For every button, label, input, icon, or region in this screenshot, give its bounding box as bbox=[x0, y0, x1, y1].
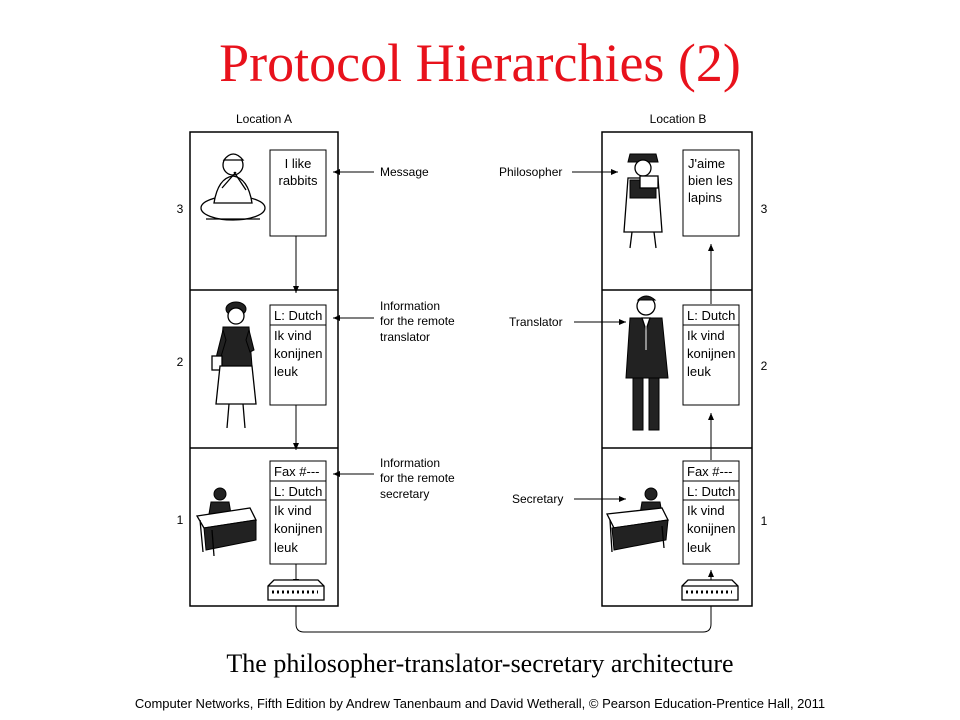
svg-text:Fax #---: Fax #--- bbox=[274, 464, 320, 479]
svg-text:bien les: bien les bbox=[688, 173, 733, 188]
svg-text:L: Dutch: L: Dutch bbox=[274, 308, 322, 323]
fax-b-icon bbox=[681, 579, 739, 601]
svg-text:leuk: leuk bbox=[687, 540, 711, 555]
location-b-label: Location B bbox=[650, 112, 707, 126]
secretary-label: Secretary bbox=[512, 492, 563, 506]
layer-number-b-3: 3 bbox=[761, 202, 768, 216]
info-translator-line1: Information bbox=[380, 299, 440, 313]
svg-text:Ik vind: Ik vind bbox=[687, 503, 725, 518]
svg-text:konijnen: konijnen bbox=[274, 521, 322, 536]
message-label: Message bbox=[380, 165, 429, 179]
flow-arrows bbox=[293, 236, 714, 633]
info-secretary-line2: for the remote bbox=[380, 471, 455, 485]
layer-number-b-2: 2 bbox=[761, 359, 768, 373]
copyright-footer: Computer Networks, Fifth Edition by Andr… bbox=[134, 696, 826, 711]
secretary-a-icon bbox=[195, 487, 257, 557]
b-layer3-message-box: J'aime bien les lapins bbox=[682, 149, 740, 237]
location-a-label: Location A bbox=[236, 112, 292, 126]
fax-a-icon bbox=[267, 579, 325, 601]
svg-text:L: Dutch: L: Dutch bbox=[687, 484, 735, 499]
layer-number-b-1: 1 bbox=[761, 514, 768, 528]
a-layer1-message-box: Fax #--- L: Dutch Ik vind konijnen leuk bbox=[269, 460, 327, 565]
secretary-b-icon bbox=[606, 487, 669, 553]
svg-text:L: Dutch: L: Dutch bbox=[687, 308, 735, 323]
translator-label: Translator bbox=[509, 315, 563, 329]
svg-text:rabbits: rabbits bbox=[278, 173, 318, 188]
a-layer2-message-box: L: Dutch Ik vind konijnen leuk bbox=[269, 304, 327, 406]
svg-text:leuk: leuk bbox=[274, 540, 298, 555]
philosopher-label: Philosopher bbox=[499, 165, 562, 179]
info-secretary-line1: Information bbox=[380, 456, 440, 470]
page-title: Protocol Hierarchies (2) bbox=[219, 33, 741, 93]
svg-text:konijnen: konijnen bbox=[687, 346, 735, 361]
location-a-stack bbox=[189, 131, 339, 607]
a-layer3-message-box: I like rabbits bbox=[269, 149, 327, 237]
layer-number-a-2: 2 bbox=[177, 355, 184, 369]
info-translator-line3: translator bbox=[380, 330, 430, 344]
svg-text:leuk: leuk bbox=[274, 364, 298, 379]
layer-number-a-3: 3 bbox=[177, 202, 184, 216]
info-translator-line2: for the remote bbox=[380, 314, 455, 328]
layer-number-a-1: 1 bbox=[177, 513, 184, 527]
b-layer2-message-box: L: Dutch Ik vind konijnen leuk bbox=[682, 304, 740, 406]
svg-text:J'aime: J'aime bbox=[688, 156, 725, 171]
svg-text:Ik vind: Ik vind bbox=[687, 328, 725, 343]
b-layer1-message-box: Fax #--- L: Dutch Ik vind konijnen leuk bbox=[682, 460, 740, 565]
svg-text:Ik vind: Ik vind bbox=[274, 328, 312, 343]
svg-text:Ik vind: Ik vind bbox=[274, 503, 312, 518]
svg-text:konijnen: konijnen bbox=[274, 346, 322, 361]
translator-a-icon bbox=[211, 301, 257, 429]
translator-b-icon bbox=[625, 295, 669, 431]
philosopher-a-icon bbox=[200, 153, 266, 221]
info-secretary-line3: secretary bbox=[380, 487, 429, 501]
svg-text:L: Dutch: L: Dutch bbox=[274, 484, 322, 499]
philosopher-b-icon bbox=[623, 153, 663, 249]
svg-text:leuk: leuk bbox=[687, 364, 711, 379]
figure-caption: The philosopher-translator-secretary arc… bbox=[226, 649, 734, 678]
svg-text:Fax #---: Fax #--- bbox=[687, 464, 733, 479]
location-b-stack bbox=[601, 131, 753, 607]
svg-text:I like: I like bbox=[285, 156, 312, 171]
svg-text:konijnen: konijnen bbox=[687, 521, 735, 536]
center-annotations: Message Information for the remote trans… bbox=[333, 165, 626, 506]
svg-text:lapins: lapins bbox=[688, 190, 722, 205]
